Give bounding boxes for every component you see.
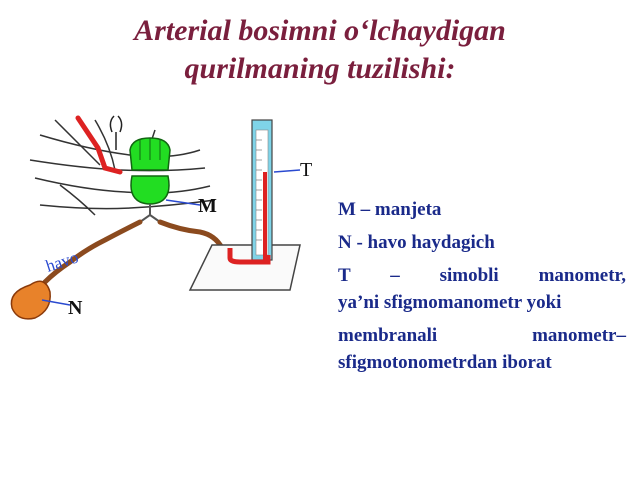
- arm-contour-1: [39, 134, 201, 158]
- title-line-2: qurilmaning tuzilishi:: [184, 52, 456, 85]
- legend-item-t-line3: membranali manometr–: [338, 325, 626, 346]
- stethoscope-earpiece: [109, 115, 123, 133]
- pointer-N: [41, 299, 71, 306]
- label-T: T: [300, 159, 312, 181]
- legend: M – manjeta N - havo haydagich T – simob…: [338, 196, 626, 376]
- arm-contour-5: [54, 119, 101, 166]
- pointer-T: [273, 169, 301, 173]
- arm-contour-3: [34, 177, 211, 194]
- title-line-1: Arterial bosimni o‘lchaydigan: [134, 14, 506, 47]
- manometer-base: [188, 244, 301, 291]
- label-M: M: [198, 195, 217, 217]
- tube-to-bulb: [42, 219, 143, 285]
- mercury-column: [263, 172, 267, 260]
- legend-item-n: N - havo haydagich: [338, 232, 495, 253]
- bulb: [10, 280, 51, 320]
- tube-to-manometer: [157, 219, 233, 251]
- arm-contour-8: [59, 184, 96, 216]
- artery: [75, 115, 123, 175]
- manometer-ticks: [256, 139, 262, 241]
- mercury-reservoir: [227, 248, 271, 265]
- legend-item-m: M – manjeta: [338, 199, 442, 220]
- legend-item-t-line2: ya’ni sfigmomanometr yoki: [338, 292, 562, 313]
- cuff-bottom: [130, 175, 170, 205]
- arm-sketch: [29, 119, 216, 216]
- arm-contour-6: [94, 119, 116, 171]
- pointer-M: [165, 199, 201, 206]
- legend-item-t-line1: T – simobli manometr,: [338, 265, 626, 286]
- sphygmomanometer-diagram: T M N havo: [10, 115, 312, 320]
- cuff: [129, 137, 171, 205]
- arm-contour-4: [39, 199, 216, 210]
- label-N: N: [68, 297, 83, 319]
- legend-item-t-line4: sfigmotonometrdan iborat: [338, 352, 552, 373]
- label-havo: havo: [43, 248, 80, 276]
- page-title: Arterial bosimni o‘lchaydigan qurilmanin…: [0, 12, 640, 88]
